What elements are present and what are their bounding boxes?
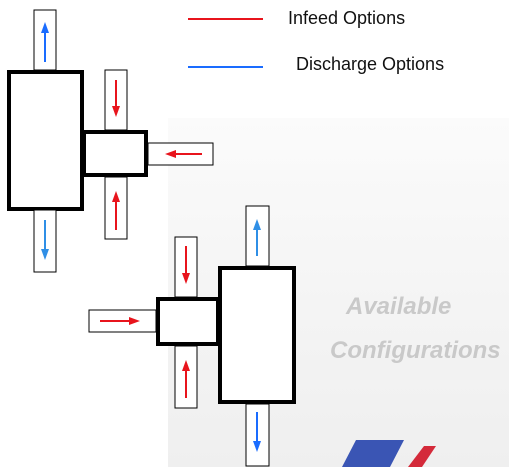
legend-infeed-swatch (188, 18, 263, 20)
legend-discharge-swatch (188, 66, 263, 68)
config1-infeed-body (82, 130, 148, 177)
config1-discharge-top-arrowhead (41, 22, 49, 33)
config2-discharge-top-arrowhead (253, 219, 261, 230)
config2-main-body (218, 266, 296, 404)
logo-red-shape (408, 446, 436, 467)
company-logo (312, 440, 462, 467)
logo-blue-shape (342, 440, 404, 467)
config2-discharge-bottom-arrowhead (253, 441, 261, 452)
legend-discharge-label: Discharge Options (296, 54, 445, 74)
config2-infeed-side-arrowhead (129, 317, 140, 325)
config1-infeed-side-arrowhead (165, 150, 176, 158)
legend-infeed-label: Infeed Options (288, 8, 406, 28)
configuration-2 (88, 205, 296, 467)
config2-infeed-bottom-arrowhead (182, 360, 190, 371)
configuration-1 (7, 9, 214, 273)
config1-discharge-bottom-arrowhead (41, 249, 49, 260)
config2-infeed-body (156, 297, 220, 346)
caption-available: Available (346, 293, 452, 320)
config1-infeed-top-arrowhead (112, 106, 120, 117)
logo-icon (342, 440, 436, 467)
caption-configurations: Configurations (330, 337, 501, 364)
config1-infeed-bottom-arrowhead (112, 191, 120, 202)
config1-main-body (7, 70, 84, 211)
config2-infeed-top-arrowhead (182, 273, 190, 284)
